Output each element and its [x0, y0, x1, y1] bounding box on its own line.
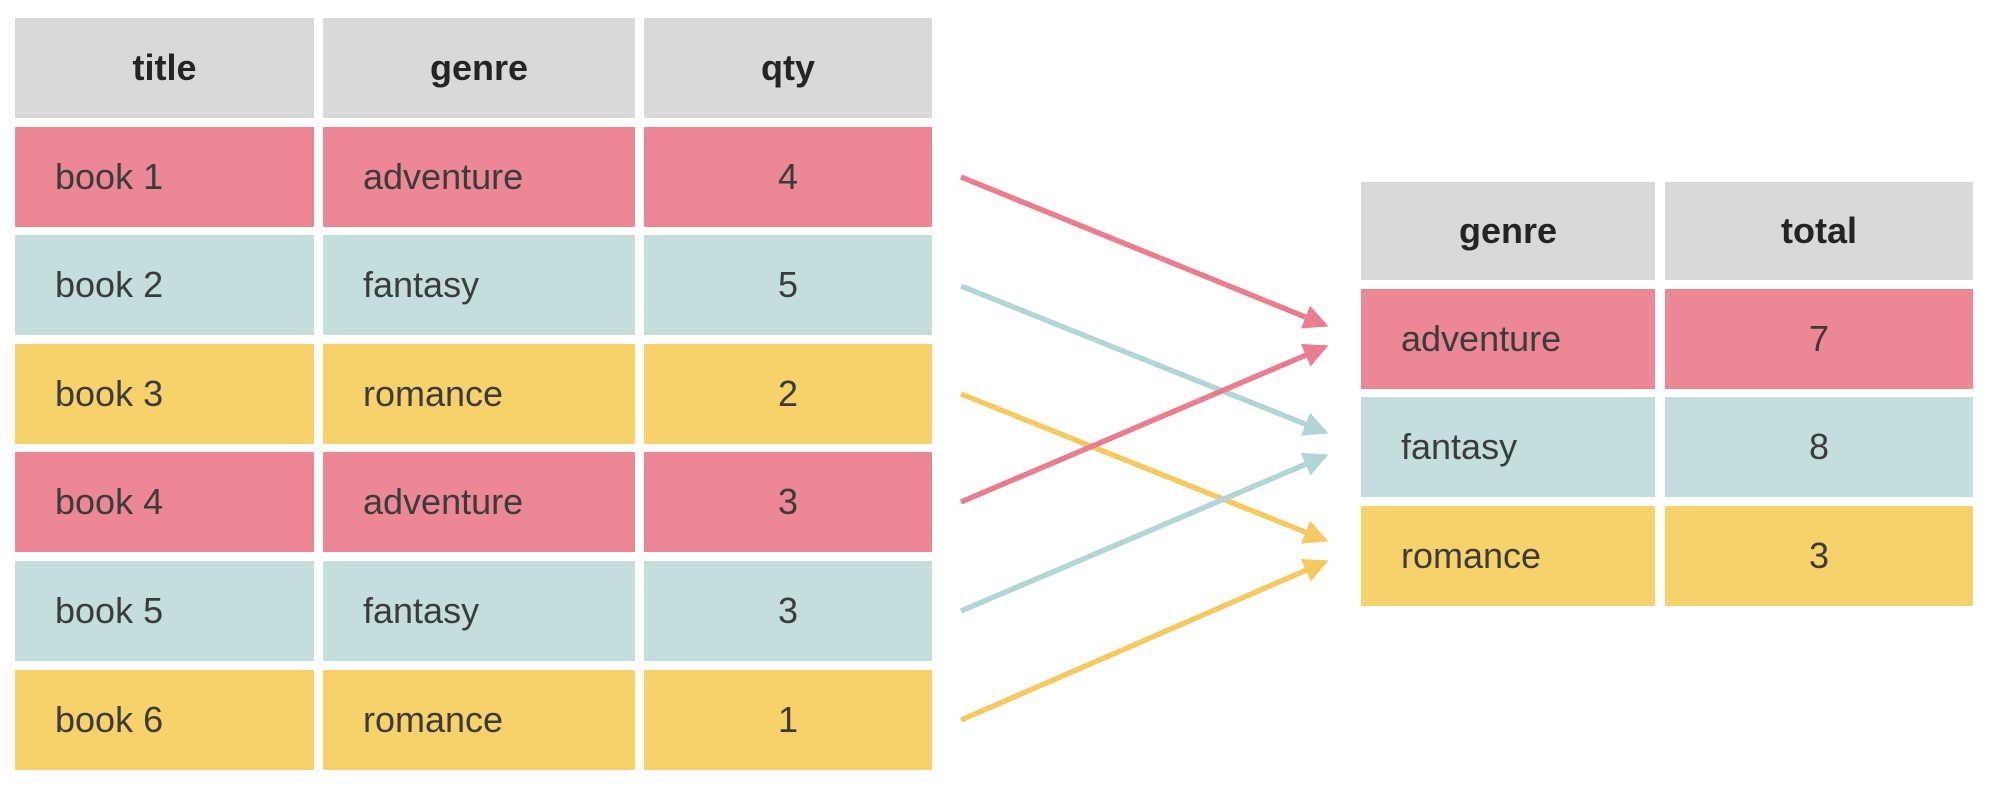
source-row-qty: 5 [644, 235, 932, 336]
summary-row-genre: adventure [1361, 288, 1655, 389]
source-row-genre: romance [323, 343, 635, 444]
source-row-title: book 1 [15, 126, 314, 227]
source-row-genre: romance [323, 669, 635, 770]
source-row-title: book 5 [15, 560, 314, 661]
source-row-genre: fantasy [323, 235, 635, 336]
summary-row-total: 7 [1665, 288, 1973, 389]
summary-row-total: 3 [1665, 505, 1973, 606]
source-row-qty: 4 [644, 126, 932, 227]
source-row-title: book 3 [15, 343, 314, 444]
source-table: title genre qty book 1 adventure 4 book … [15, 18, 932, 770]
source-row-genre: adventure [323, 452, 635, 553]
source-header-title: title [15, 18, 314, 118]
summary-row-genre: romance [1361, 505, 1655, 606]
arrow-book-3-romance [959, 391, 1329, 544]
arrow-book-5-fantasy [959, 452, 1329, 614]
source-row-qty: 3 [644, 560, 932, 661]
source-header-genre: genre [323, 18, 635, 118]
source-row-genre: fantasy [323, 560, 635, 661]
source-row-qty: 3 [644, 452, 932, 553]
arrow-book-1-adventure [959, 174, 1329, 329]
summary-header-genre: genre [1361, 182, 1655, 280]
source-row-qty: 1 [644, 669, 932, 770]
source-row-title: book 2 [15, 235, 314, 336]
arrow-book-6-romance [959, 559, 1329, 723]
source-row-qty: 2 [644, 343, 932, 444]
source-row-genre: adventure [323, 126, 635, 227]
summary-row-genre: fantasy [1361, 397, 1655, 497]
summary-table: genre total adventure 7 fantasy 8 romanc… [1361, 182, 1973, 606]
arrow-book-4-adventure [959, 343, 1329, 505]
source-row-title: book 4 [15, 452, 314, 553]
source-header-qty: qty [644, 18, 932, 118]
arrow-book-2-fantasy [959, 283, 1329, 436]
source-row-title: book 6 [15, 669, 314, 770]
summary-row-total: 8 [1665, 397, 1973, 497]
summary-header-total: total [1665, 182, 1973, 280]
